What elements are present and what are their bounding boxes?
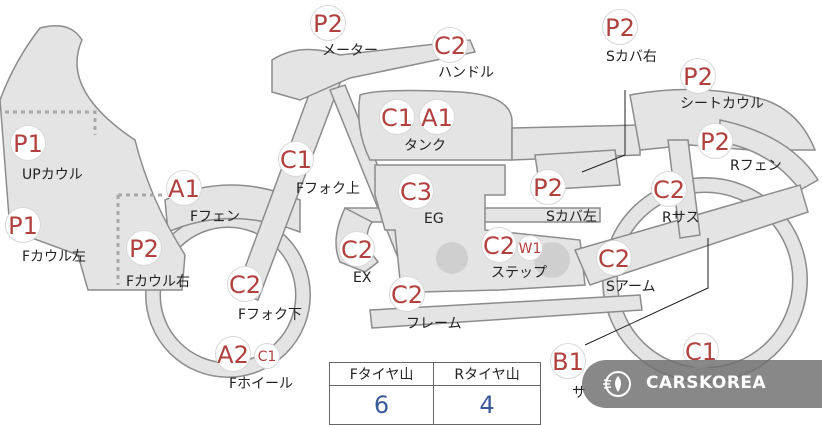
tire-header-front: Fタイヤ山 [328, 362, 435, 386]
label-s-arm: Sアーム [606, 279, 656, 295]
label-f-fork-upper: Fフォク上 [296, 181, 361, 197]
label-up-cowl: UPカウル [22, 167, 83, 183]
label-frame: フレーム [406, 316, 462, 332]
code-handle: C2 [432, 27, 468, 63]
code-engine: C3 [398, 173, 434, 209]
tire-value-rear: 4 [433, 385, 541, 425]
seat-cowl-shape [629, 88, 817, 151]
leader-line-s-cover [581, 90, 626, 173]
label-f-wheel: Fホイール [229, 376, 294, 392]
label-s-cover-left: Sカバ左 [546, 209, 597, 225]
code-f-fork-lower: C2 [227, 266, 263, 302]
label-seat-cowl: シートカウル [680, 96, 764, 112]
watermark-badge: CARSKOREA [582, 360, 822, 408]
code-s-cover-left: P2 [530, 169, 566, 205]
tire-header-rear: Rタイヤ山 [433, 362, 541, 386]
label-tank: タンク [404, 138, 446, 154]
label-f-fender: Fフェン [190, 209, 241, 225]
label-step: ステップ [491, 265, 547, 281]
code-s-cover-right: P2 [602, 9, 638, 45]
watermark-text: CARSKOREA [646, 373, 767, 393]
fairing-shape [0, 25, 186, 291]
label-s-cover-right: Sカバ右 [606, 49, 657, 65]
tire-value-front: 6 [328, 385, 435, 425]
flame-badge-icon [603, 371, 631, 397]
subcode-step: W1 [517, 235, 543, 261]
rear-fender-shape [719, 119, 820, 191]
code-r-suspension: C2 [651, 171, 687, 207]
label-meter: メーター [322, 43, 378, 59]
engine-cover-shape [436, 242, 468, 274]
code-meter: P2 [310, 5, 346, 41]
code-frame: C2 [389, 276, 425, 312]
code-s-arm: C2 [596, 240, 632, 276]
code-up-cowl: P1 [10, 125, 46, 161]
label-handle: ハンドル [438, 65, 494, 81]
label-r-suspension: Rサス [662, 210, 700, 226]
label-f-cowl-right: Fカウル右 [126, 274, 191, 290]
code-tank-2: A1 [419, 99, 455, 135]
code-f-cowl-right: P2 [126, 230, 162, 266]
code-tank-1: C1 [379, 99, 415, 135]
label-f-fork-lower: Fフォク下 [238, 307, 303, 323]
code-f-wheel: A2 [215, 336, 251, 372]
step-hub-shape [534, 242, 570, 278]
label-f-cowl-left: Fカウル左 [22, 249, 87, 265]
code-f-fork-upper: C1 [278, 141, 314, 177]
code-f-cowl-left: P1 [5, 207, 41, 243]
label-r-fender: Rフェン [730, 158, 782, 174]
code-f-fender: A1 [166, 170, 202, 206]
tire-tread-table: Fタイヤ山 Rタイヤ山 6 4 [328, 362, 541, 425]
subcode-f-wheel: C1 [254, 343, 280, 369]
code-step: C2 [481, 227, 517, 263]
leader-line-rear-lower [584, 238, 709, 346]
meter-handle-shape [271, 39, 477, 101]
label-exhaust: EX [353, 270, 372, 286]
code-rear-lower: B1 [550, 343, 586, 379]
frame-tube-low [369, 294, 643, 329]
code-exhaust: C2 [339, 231, 375, 267]
label-engine: EG [424, 211, 444, 227]
code-r-fender: P2 [697, 123, 733, 159]
code-seat-cowl: P2 [680, 58, 716, 94]
